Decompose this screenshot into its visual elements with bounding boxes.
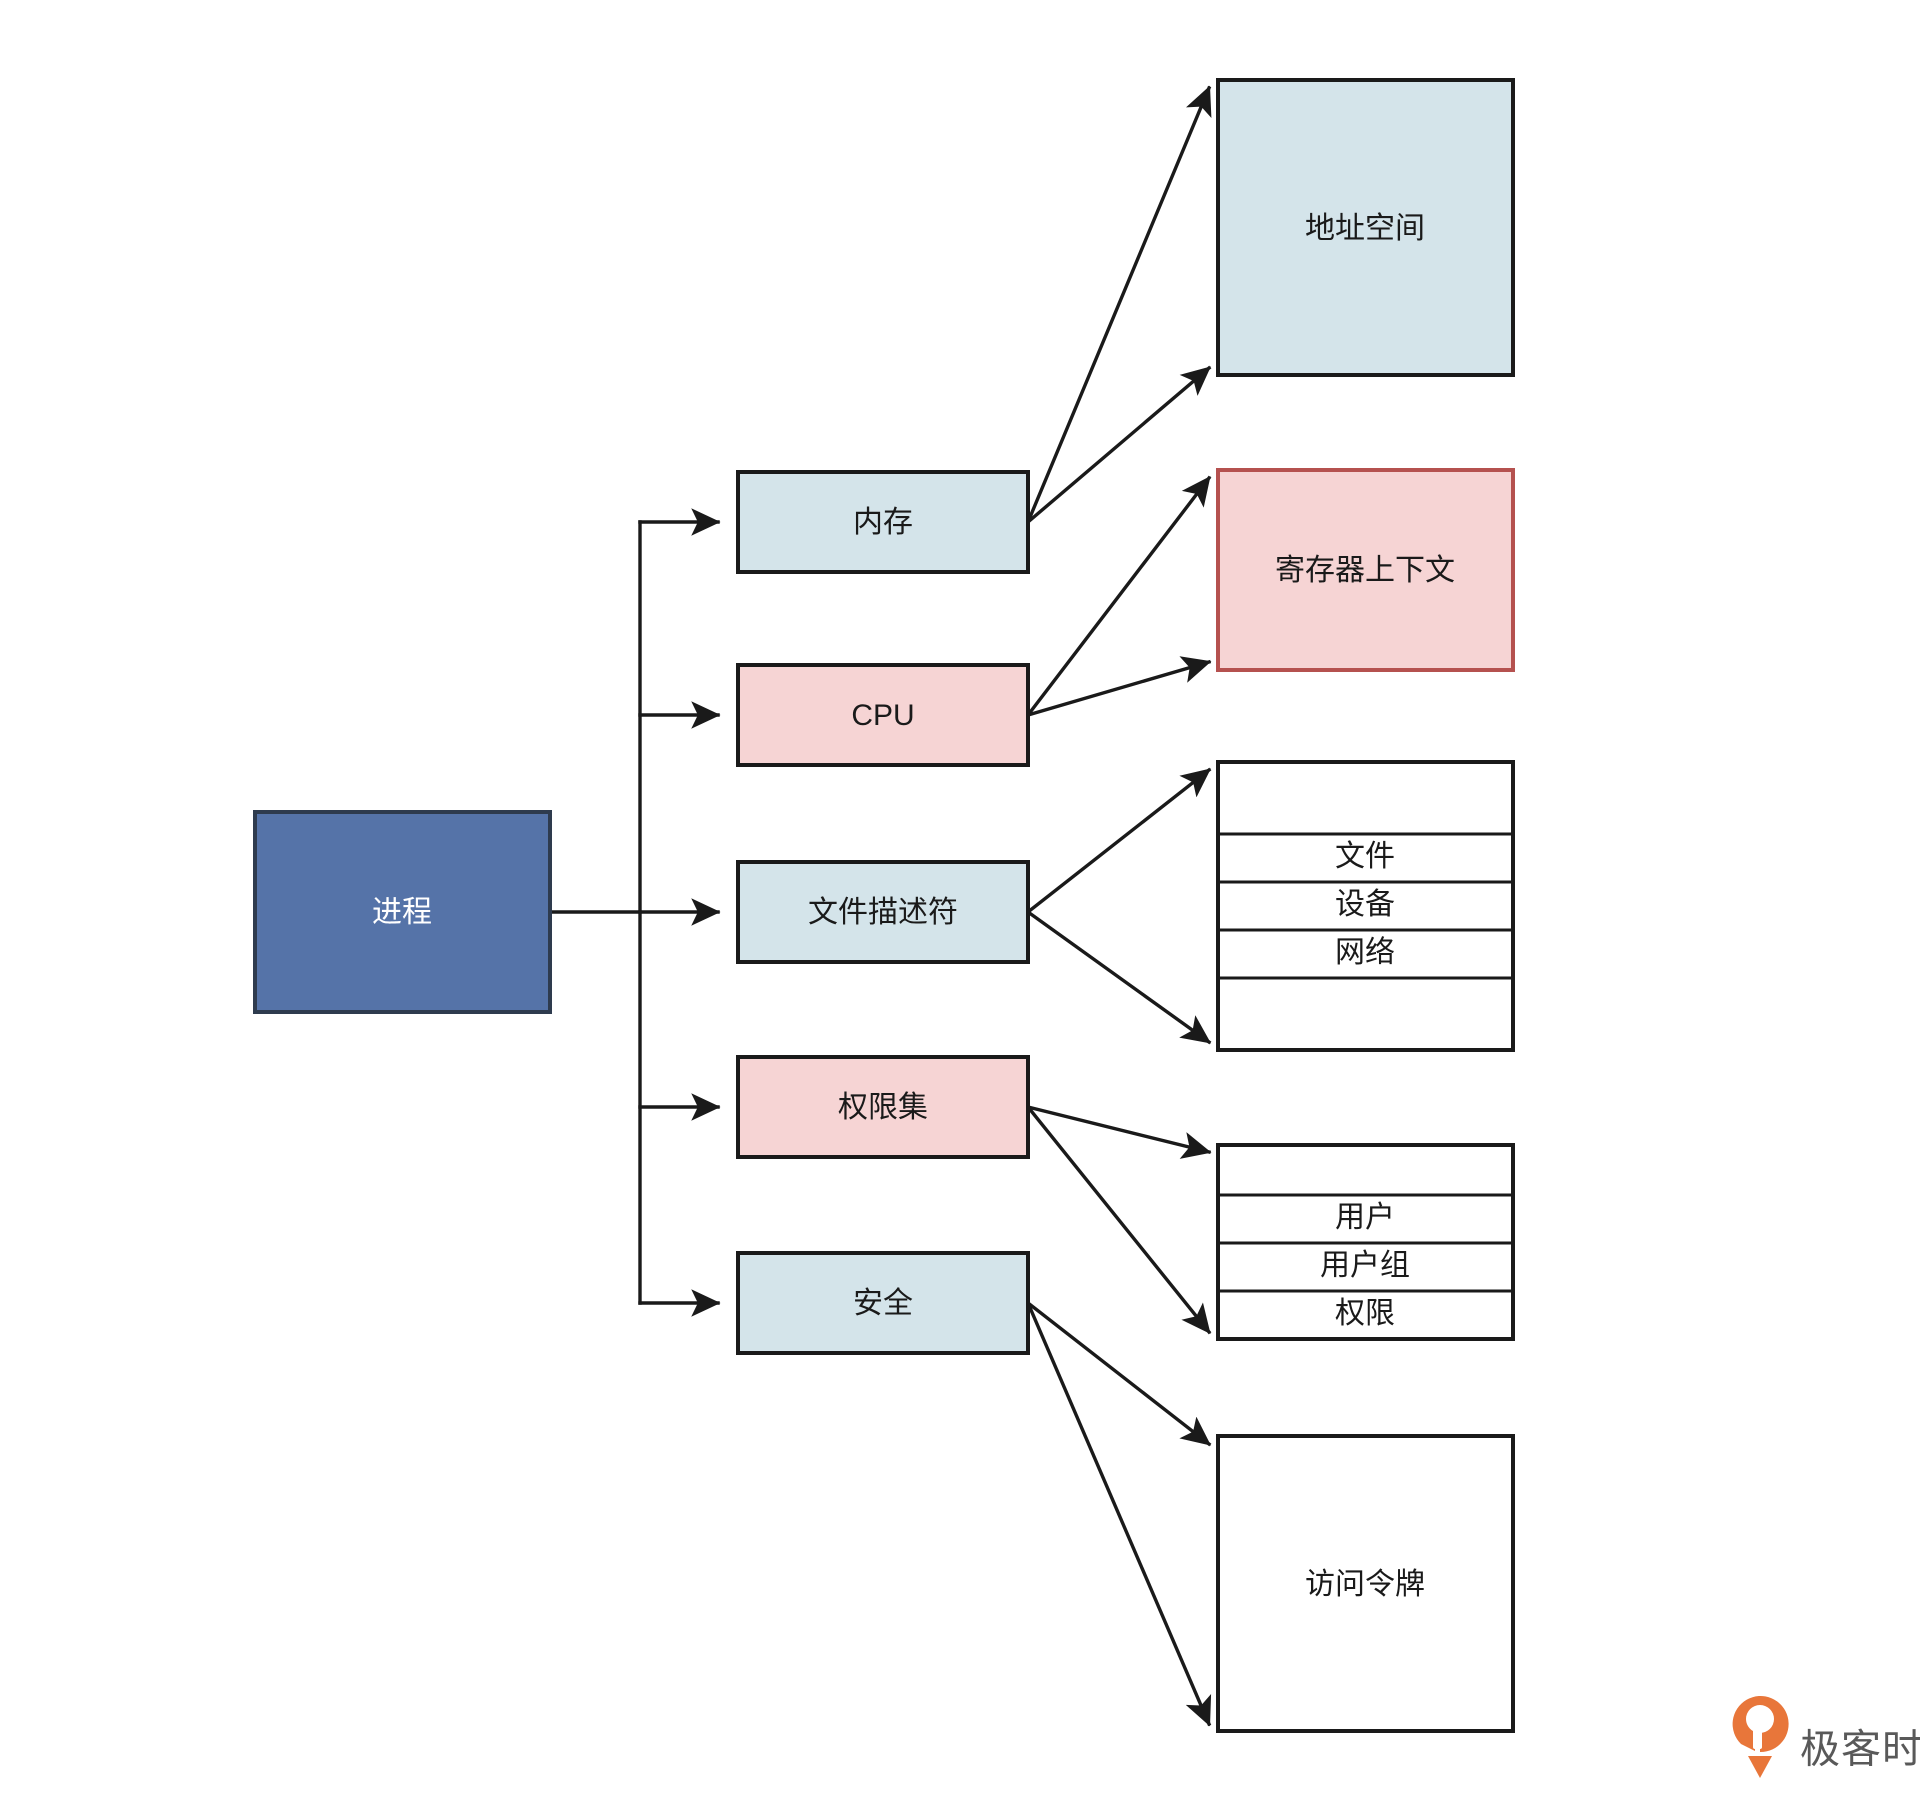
node-register-context-shape [1216, 468, 1515, 672]
node-cpu-shape [736, 663, 1030, 767]
node-address-space-shape [1216, 78, 1515, 377]
node-cpu[interactable]: CPU [736, 663, 1030, 767]
geektime-logo-icon [1732, 1696, 1789, 1778]
fd-table-row-1-label: 文件 [1335, 840, 1395, 873]
fd-table-row-2-label: 设备 [1335, 888, 1395, 921]
connector-memory-to-address-space-upper [1025, 85, 1212, 525]
node-permission-set-shape [736, 1055, 1030, 1159]
node-memory-shape [736, 470, 1030, 574]
node-file-descriptor-shape [736, 860, 1030, 964]
node-permission-table[interactable]: 用户 用户组 权限 [1216, 1143, 1515, 1341]
node-address-space-label: 地址空间 [1305, 212, 1425, 245]
node-file-descriptor[interactable]: 文件描述符 [736, 860, 1030, 964]
connector-file-descriptor-to-fd-table-lower [1025, 909, 1212, 1045]
watermark: 极客时间 [1732, 1696, 1920, 1778]
node-fd-table-shape [1216, 760, 1515, 1052]
permission-table-row-dividers [1218, 1193, 1513, 1293]
fd-table-row-dividers [1218, 832, 1513, 980]
connector-group-details [1025, 85, 1212, 1727]
node-register-context[interactable]: 寄存器上下文 [1216, 468, 1515, 672]
connector-group-root [548, 508, 721, 1317]
permission-table-row-2-label: 用户组 [1320, 1249, 1410, 1282]
node-security-label: 安全 [853, 1287, 913, 1320]
node-access-token[interactable]: 访问令牌 [1216, 1434, 1515, 1733]
connector-permission-set-to-permission-table-lower [1025, 1104, 1212, 1335]
connector-file-descriptor-to-fd-table-upper [1025, 767, 1212, 915]
node-fd-table[interactable]: 文件 设备 网络 [1216, 760, 1515, 1052]
node-security[interactable]: 安全 [736, 1251, 1030, 1355]
fd-table-row-3-label: 网络 [1335, 936, 1395, 969]
node-permission-set[interactable]: 权限集 [736, 1055, 1030, 1159]
watermark-text: 极客时间 [1800, 1728, 1920, 1772]
connector-cpu-to-register-context-lower [1025, 656, 1212, 718]
node-access-token-shape [1216, 1434, 1515, 1733]
connector-security-to-access-token-lower [1025, 1300, 1212, 1727]
node-memory[interactable]: 内存 [736, 470, 1030, 574]
node-file-descriptor-label: 文件描述符 [808, 896, 958, 929]
node-access-token-label: 访问令牌 [1305, 1568, 1425, 1601]
connector-memory-to-address-space-lower [1025, 365, 1212, 525]
connector-permission-set-to-permission-table-upper [1025, 1104, 1212, 1159]
node-permission-set-label: 权限集 [838, 1091, 928, 1124]
connector-cpu-to-register-context-upper [1025, 475, 1212, 718]
node-cpu-label: CPU [851, 699, 914, 732]
node-memory-label: 内存 [853, 506, 913, 539]
node-process-shape [253, 810, 552, 1014]
permission-table-row-3-label: 权限 [1335, 1297, 1395, 1330]
node-process-label: 进程 [372, 896, 432, 929]
node-security-shape [736, 1251, 1030, 1355]
node-process[interactable]: 进程 [253, 810, 552, 1014]
permission-table-row-1-label: 用户 [1335, 1201, 1395, 1234]
connector-security-to-access-token-upper [1025, 1300, 1212, 1447]
node-register-context-label: 寄存器上下文 [1275, 554, 1455, 587]
node-address-space[interactable]: 地址空间 [1216, 78, 1515, 377]
